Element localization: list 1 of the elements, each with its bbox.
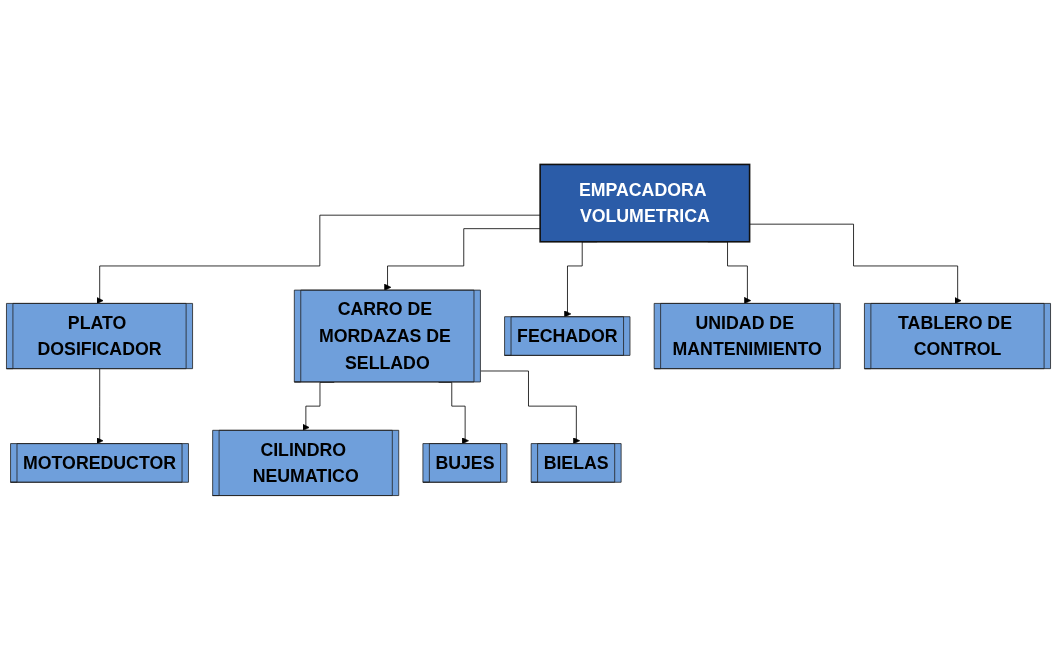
node-box: EMPACADORA VOLUMETRICA <box>539 163 751 243</box>
